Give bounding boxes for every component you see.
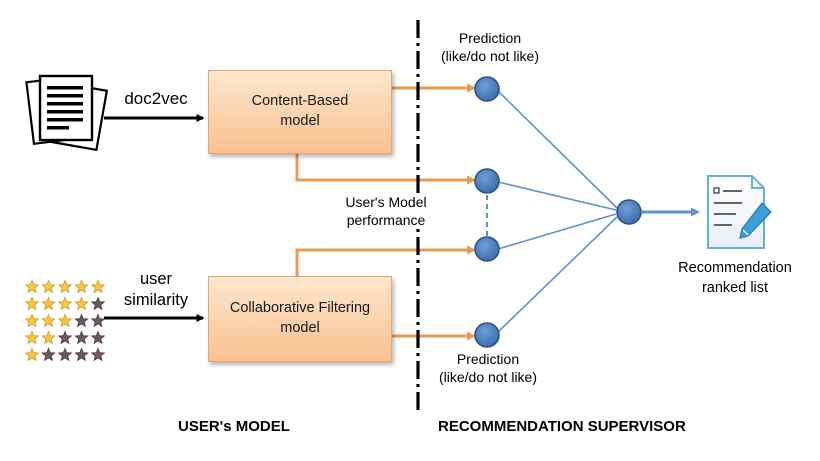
recommendation-list-label: Recommendation ranked list: [662, 259, 808, 298]
user-similarity-label: user similarity: [112, 269, 200, 312]
performance-line1: User's Model: [345, 194, 427, 210]
performance-node-top: [474, 168, 500, 194]
collab-label-line1: Collaborative Filtering: [229, 300, 371, 317]
output-line2: ranked list: [701, 279, 769, 296]
edge-node4-aggregator: [496, 216, 618, 334]
edge-node2-aggregator: [497, 181, 617, 211]
star-empty-icon: [90, 330, 106, 345]
user-label-line2: similarity: [123, 291, 189, 310]
star-filled-icon: [57, 279, 73, 294]
star-row: [24, 330, 106, 345]
recommendation-list-icon: [707, 175, 772, 249]
star-empty-icon: [90, 296, 106, 311]
performance-node-bottom: [474, 236, 500, 262]
star-filled-icon: [41, 279, 56, 294]
section-users-model: USER's MODEL: [178, 418, 290, 435]
prediction-node-bottom: [474, 322, 500, 348]
prediction-label-top: Prediction (like/do not like): [420, 30, 560, 65]
star-filled-icon: [57, 313, 73, 328]
star-filled-icon: [24, 330, 40, 345]
star-ratings-icon: [24, 279, 106, 362]
performance-line2: performance: [346, 211, 426, 228]
star-row: [24, 279, 106, 294]
star-row: [24, 313, 106, 328]
star-filled-icon: [24, 279, 40, 294]
prediction-top-line2: (like/do not like): [440, 47, 540, 64]
star-filled-icon: [41, 296, 56, 311]
collab-to-performance-arrow: [295, 245, 476, 276]
star-row: [24, 296, 106, 311]
star-empty-icon: [90, 313, 106, 328]
edge-node1-aggregator: [496, 89, 618, 209]
star-filled-icon: [24, 313, 40, 328]
star-empty-icon: [57, 347, 73, 362]
star-empty-icon: [90, 347, 106, 362]
content-based-label-line2: model: [280, 113, 320, 129]
star-filled-icon: [41, 313, 56, 328]
star-filled-icon: [74, 279, 89, 294]
prediction-bottom-line1: Prediction: [456, 351, 520, 367]
star-row: [24, 347, 106, 362]
star-empty-icon: [74, 347, 89, 362]
prediction-label-bottom: Prediction (like/do not like): [418, 351, 558, 386]
content-based-label-line1: Content-Based: [251, 93, 349, 110]
edge-node3-aggregator: [497, 213, 617, 250]
collaborative-filtering-model-box: Collaborative Filtering model: [208, 276, 392, 362]
content-to-performance-arrow: [295, 152, 476, 185]
prediction-node-top: [474, 76, 500, 102]
aggregator-node: [616, 199, 642, 225]
user-label-line1: user: [139, 270, 173, 288]
star-empty-icon: [74, 313, 89, 328]
prediction-top-line1: Prediction: [458, 30, 522, 46]
star-empty-icon: [57, 330, 73, 345]
content-based-model-box: Content-Based model: [208, 70, 392, 154]
doc2vec-label: doc2vec: [124, 89, 188, 108]
section-recommendation-supervisor: RECOMMENDATION SUPERVISOR: [438, 418, 686, 435]
star-filled-icon: [57, 296, 73, 311]
star-filled-icon: [41, 330, 56, 345]
star-filled-icon: [24, 296, 40, 311]
collab-label-line2: model: [280, 320, 320, 336]
star-filled-icon: [24, 347, 40, 362]
star-filled-icon: [74, 296, 89, 311]
prediction-bottom-line2: (like/do not like): [438, 368, 538, 385]
output-line1: Recommendation: [678, 260, 792, 276]
model-performance-label: User's Model performance: [320, 194, 452, 229]
star-empty-icon: [41, 347, 56, 362]
star-filled-icon: [90, 279, 106, 294]
document-stack-icon: [25, 74, 109, 152]
star-empty-icon: [74, 330, 89, 345]
